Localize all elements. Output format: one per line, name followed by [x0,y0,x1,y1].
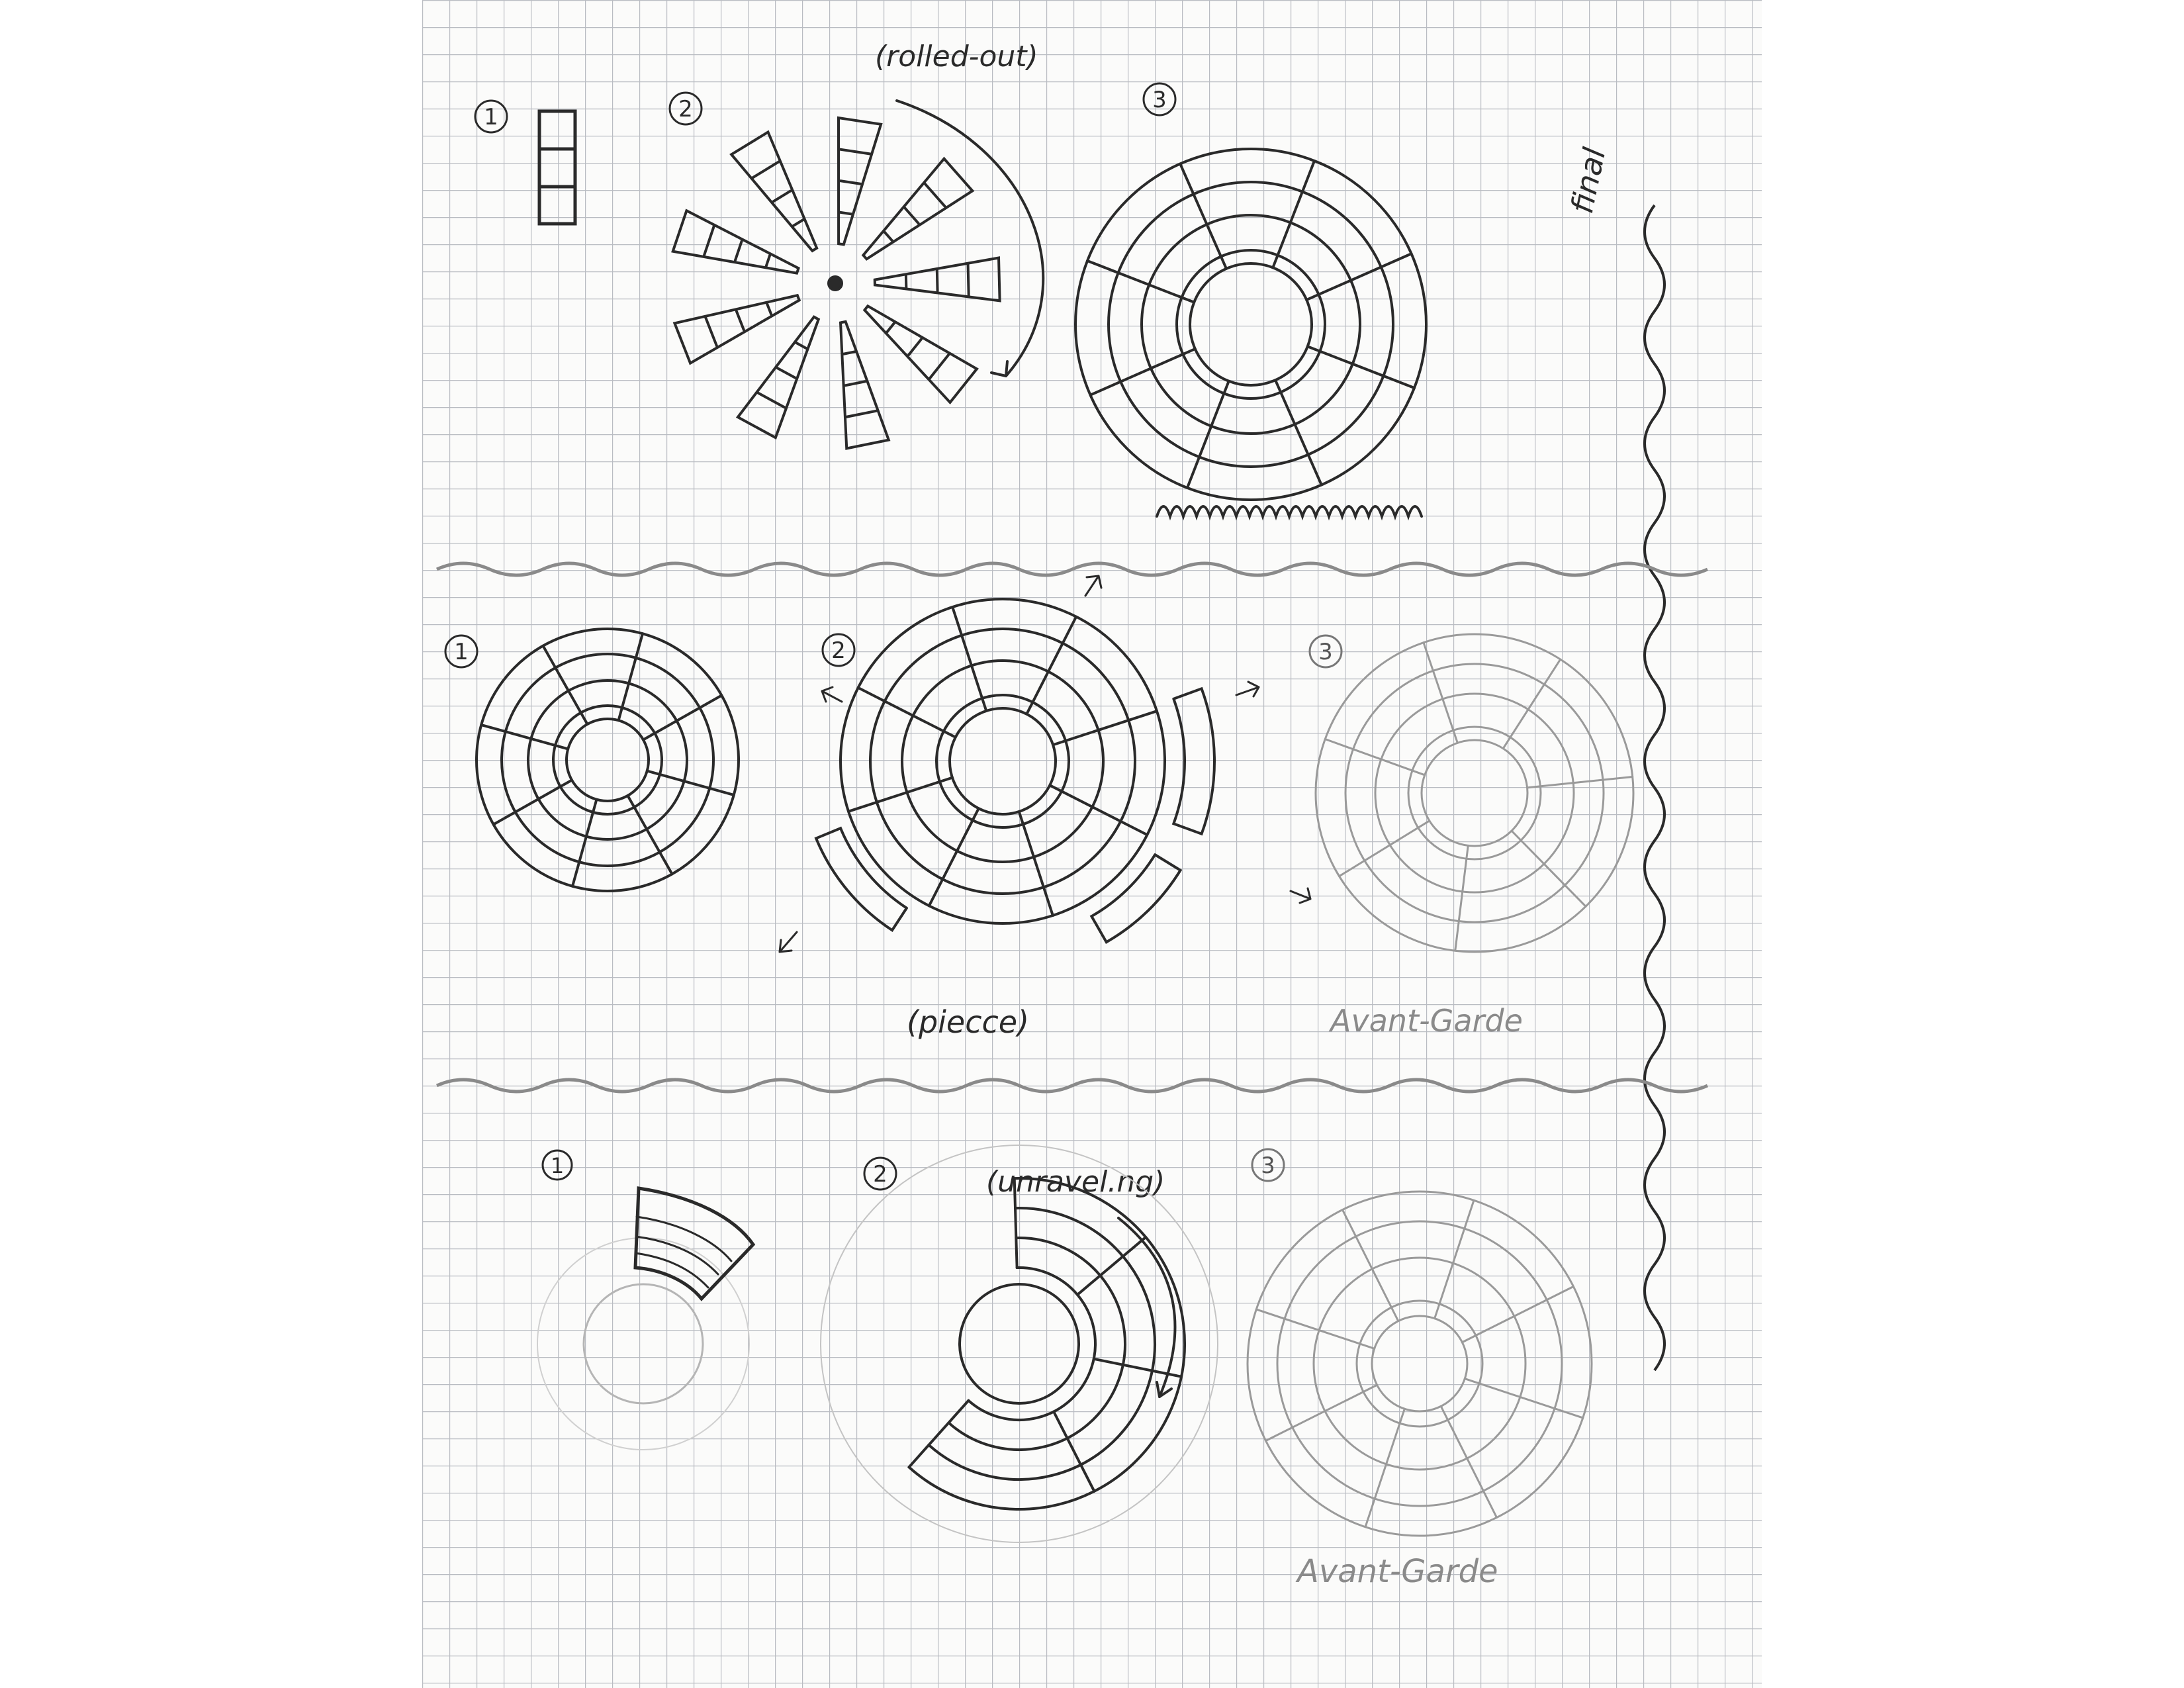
number-label: 2 [678,96,693,122]
number-label: 2 [873,1161,887,1188]
number-label: 1 [551,1153,564,1178]
fan-rung [840,212,851,214]
fan-rung [937,271,938,291]
number-label: 2 [831,637,846,664]
number-label: 3 [1261,1152,1275,1179]
label-avant-garde-bottom: Avant-Garde [1295,1553,1498,1590]
label-avant-garde-mid: Avant-Garde [1328,1003,1523,1039]
number-label: 1 [454,639,469,665]
number-label: 3 [1152,87,1167,113]
number-label: 1 [484,104,498,130]
label-unraveling: (unravel.ng) [986,1165,1165,1199]
fan-hub [829,277,842,290]
number-label: 3 [1318,639,1333,665]
label-piece: (piecce) [907,1004,1029,1040]
fan-rung [968,265,969,295]
label-rolled-out: (rolled-out) [875,40,1038,73]
